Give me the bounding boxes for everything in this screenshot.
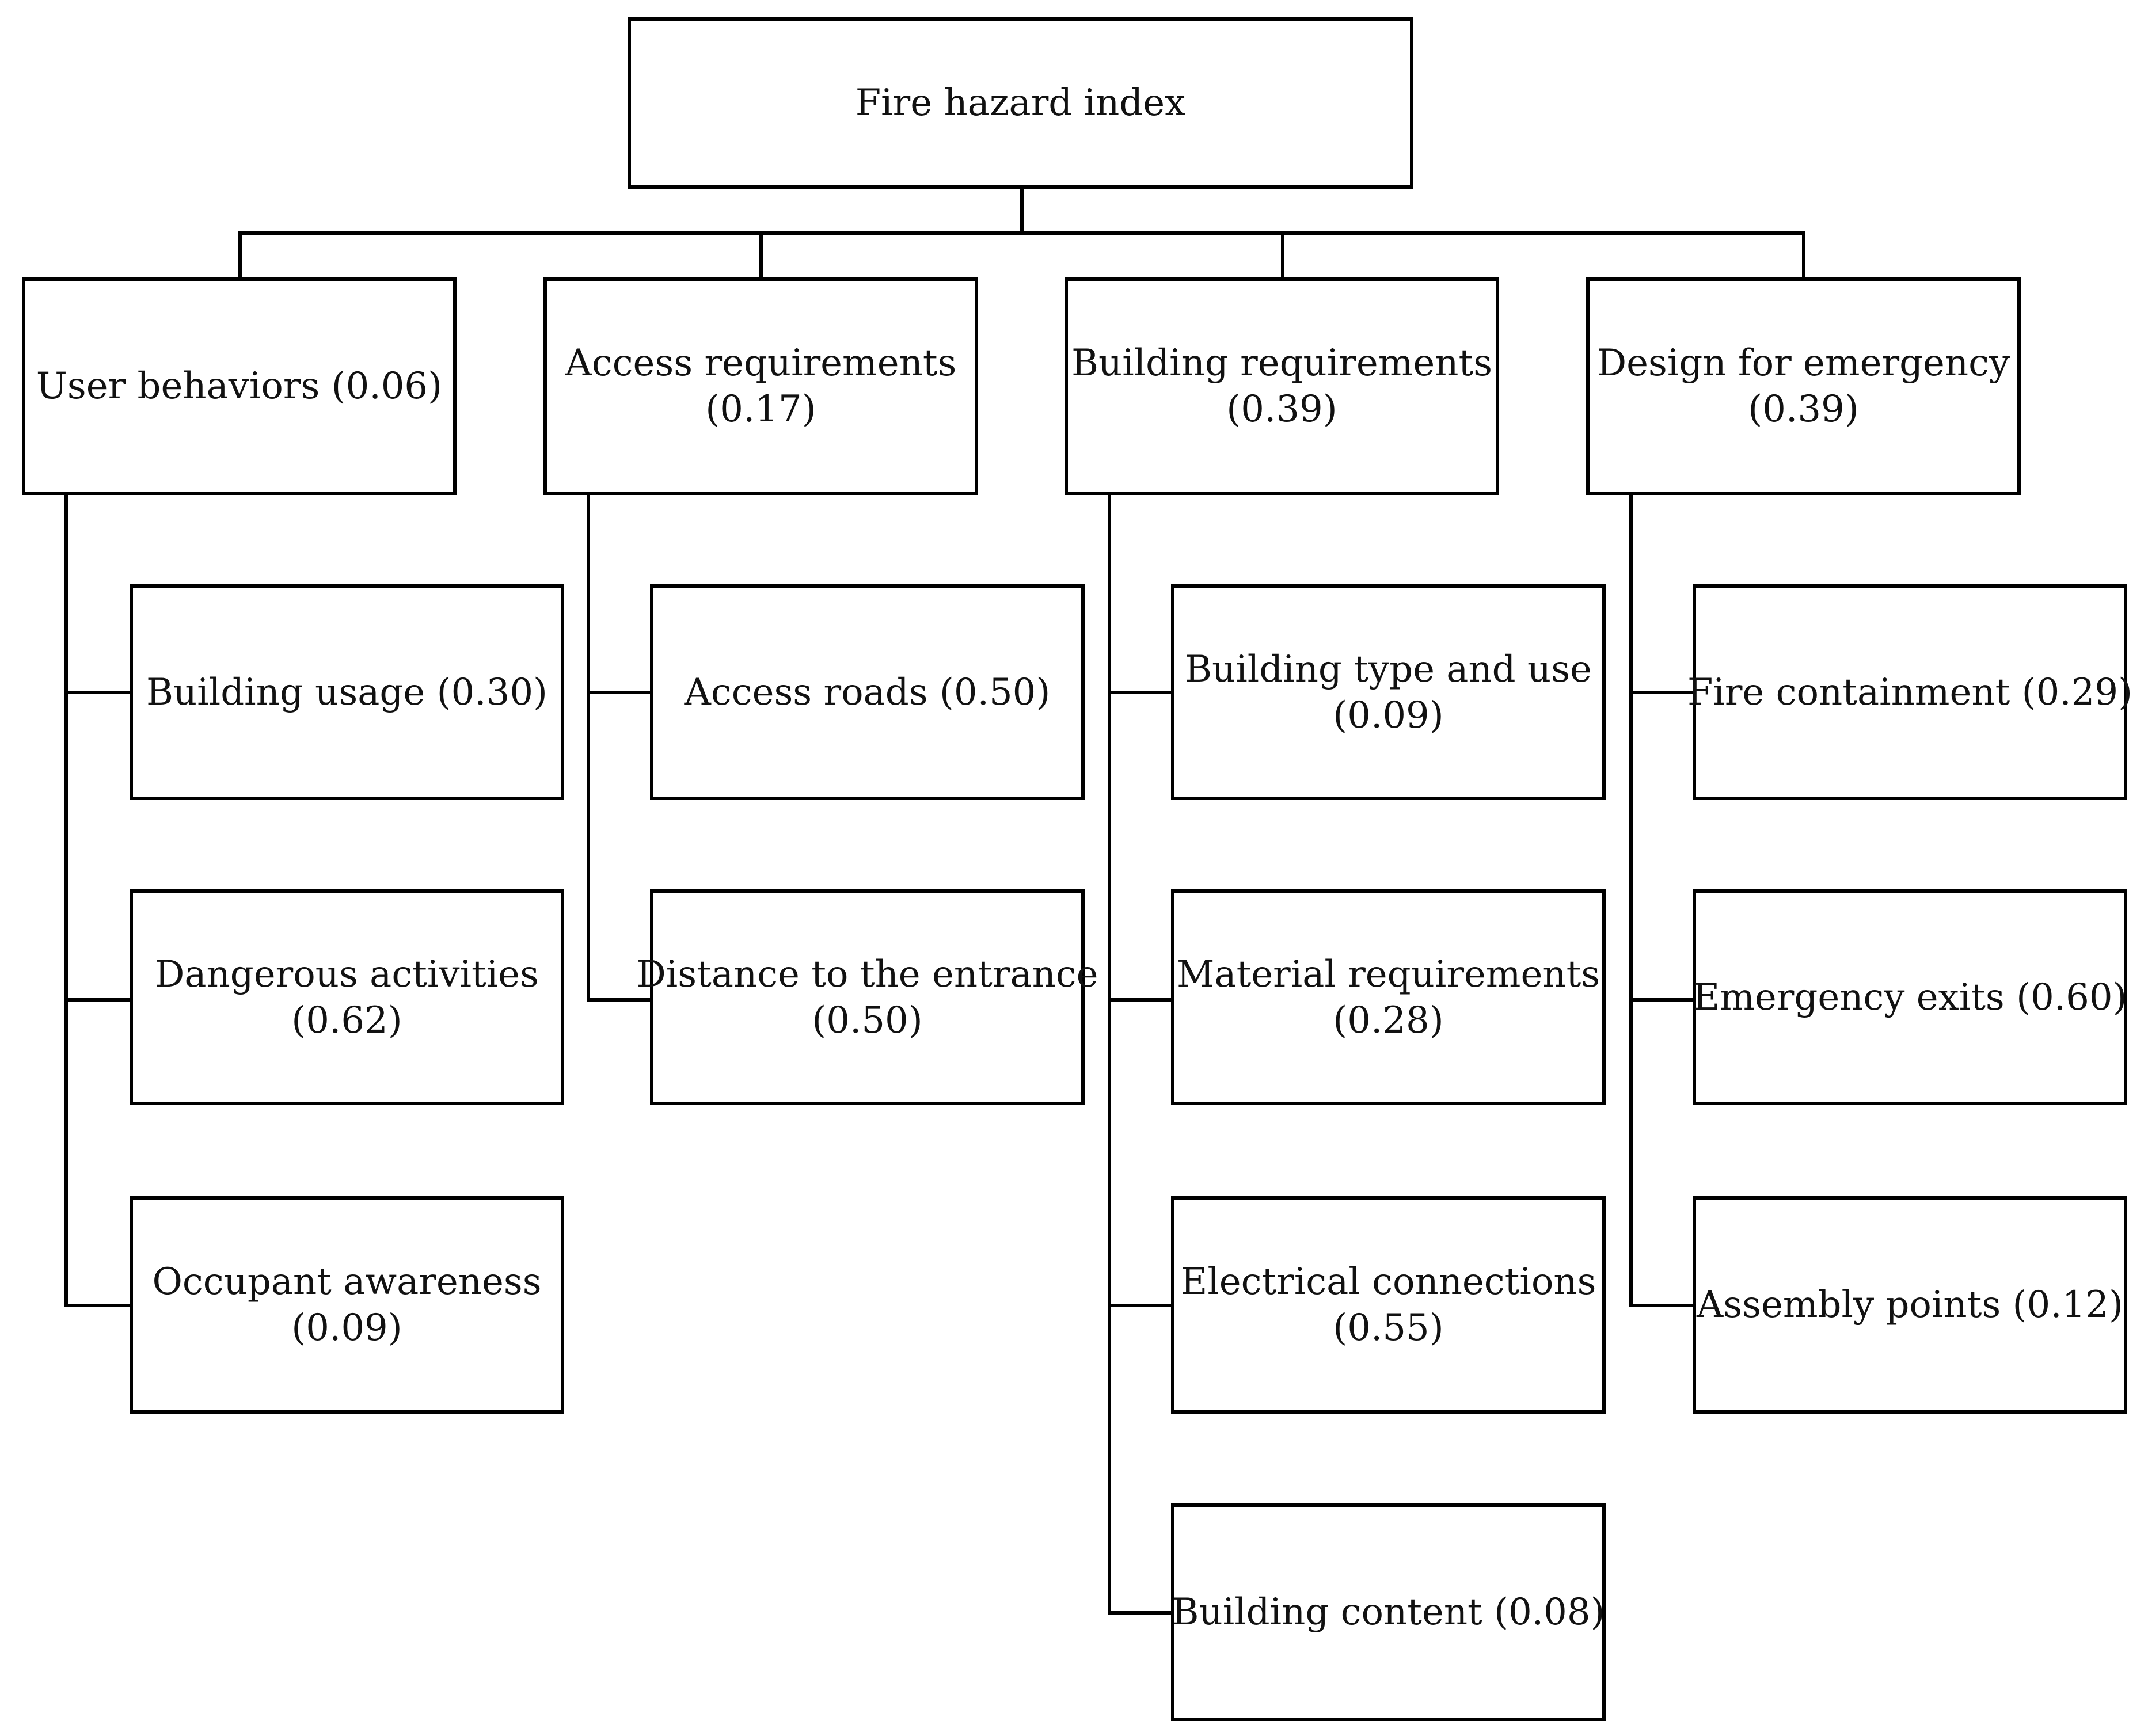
factor-node-emergency-exits: Emergency exits (0.60) — [1693, 889, 2127, 1105]
factor-node-text: Fire containment (0.29) — [1687, 669, 2132, 715]
category-node-text: User behaviors (0.06) — [36, 363, 442, 409]
category-weight: (0.39) — [1226, 388, 1337, 431]
factor-node-assembly-points: Assembly points (0.12) — [1693, 1196, 2127, 1414]
factor-node-electrical-connections: Electrical connections (0.55) — [1171, 1196, 1606, 1414]
factor-weight: (0.29) — [2021, 671, 2133, 714]
factor-name: Occupant awareness — [152, 1261, 542, 1303]
factor-weight: (0.62) — [291, 999, 402, 1042]
category-name: Design for emergency — [1596, 342, 2010, 384]
factor-name: Building content — [1172, 1591, 1482, 1634]
factor-weight: (0.60) — [2016, 976, 2127, 1019]
factor-node-text: Emergency exits (0.60) — [1693, 974, 2127, 1021]
factor-node-building-type-and-use: Building type and use (0.09) — [1171, 584, 1606, 800]
factor-name: Access roads — [684, 671, 928, 714]
factor-name: Fire containment — [1687, 671, 2010, 714]
factor-node-text: Assembly points (0.12) — [1697, 1282, 2123, 1328]
factor-node-dangerous-activities: Dangerous activities (0.62) — [130, 889, 564, 1105]
factor-weight: (0.55) — [1333, 1307, 1444, 1349]
factor-node-material-requirements: Material requirements (0.28) — [1171, 889, 1606, 1105]
factor-node-access-roads: Access roads (0.50) — [650, 584, 1085, 800]
factor-node-distance-to-entrance: Distance to the entrance (0.50) — [636, 889, 1098, 1105]
factor-weight: (0.09) — [1333, 694, 1444, 737]
factor-node-text: Building content (0.08) — [1172, 1589, 1605, 1635]
factor-node-occupant-awareness: Occupant awareness (0.09) — [130, 1196, 564, 1414]
factor-weight: (0.08) — [1494, 1591, 1605, 1634]
category-node-access-requirements: Access requirements (0.17) — [543, 277, 978, 495]
category-node-building-requirements: Building requirements (0.39) — [1065, 277, 1499, 495]
category-name: Building requirements — [1071, 342, 1493, 384]
root-node: Fire hazard index — [628, 17, 1413, 189]
factor-name: Assembly points — [1697, 1284, 2001, 1326]
factor-node-building-usage: Building usage (0.30) — [130, 584, 564, 800]
factor-weight: (0.09) — [291, 1307, 402, 1349]
category-node-user-behaviors: User behaviors (0.06) — [22, 277, 457, 495]
factor-name: Electrical connections — [1180, 1261, 1596, 1303]
factor-name: Material requirements — [1176, 953, 1600, 996]
factor-name: Distance to the entrance — [636, 953, 1098, 996]
factor-node-text: Building usage (0.30) — [146, 669, 548, 715]
factor-name: Building type and use — [1185, 648, 1592, 691]
category-name: Access requirements — [565, 342, 957, 384]
factor-name: Building usage — [146, 671, 425, 714]
factor-name: Emergency exits — [1693, 976, 2005, 1019]
root-node-label: Fire hazard index — [855, 82, 1186, 124]
factor-weight: (0.28) — [1333, 999, 1444, 1042]
factor-weight: (0.12) — [2012, 1284, 2123, 1326]
category-name: User behaviors — [36, 365, 320, 408]
factor-name: Dangerous activities — [155, 953, 539, 996]
factor-node-fire-containment: Fire containment (0.29) — [1687, 584, 2132, 800]
factor-weight: (0.50) — [812, 999, 923, 1042]
factor-weight: (0.30) — [436, 671, 548, 714]
factor-weight: (0.50) — [939, 671, 1051, 714]
factor-node-building-content: Building content (0.08) — [1171, 1503, 1606, 1721]
category-node-design-for-emergency: Design for emergency (0.39) — [1586, 277, 2021, 495]
category-weight: (0.06) — [331, 365, 443, 408]
category-weight: (0.39) — [1748, 388, 1859, 431]
factor-node-text: Access roads (0.50) — [685, 669, 1051, 715]
category-weight: (0.17) — [705, 388, 816, 431]
